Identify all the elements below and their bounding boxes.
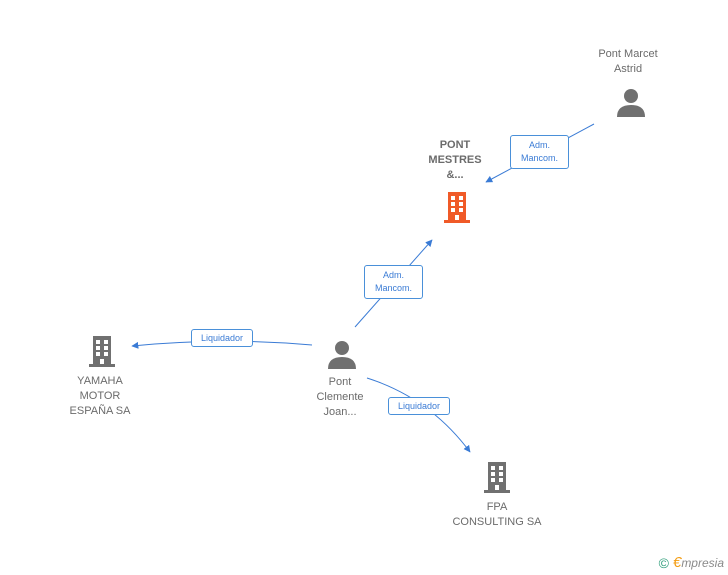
brand-logo: €mpresia bbox=[672, 554, 724, 571]
footer-brand: © €mpresia bbox=[659, 554, 724, 571]
edge-label-clemente-to-mestres: Adm. Mancom. bbox=[364, 265, 423, 299]
edge-label-marcet-to-mestres: Adm. Mancom. bbox=[510, 135, 569, 169]
copyright-icon: © bbox=[658, 554, 669, 571]
node-label-yamaha[interactable]: YAMAHA MOTOR ESPAÑA SA bbox=[69, 375, 131, 417]
building-icon[interactable] bbox=[481, 460, 513, 494]
node-label-fpa[interactable]: FPA CONSULTING SA bbox=[452, 501, 542, 528]
person-icon[interactable] bbox=[615, 88, 647, 118]
edge-label-clemente-to-yamaha: Liquidador bbox=[191, 329, 253, 347]
building-icon[interactable] bbox=[441, 190, 473, 224]
node-label-pont-clemente[interactable]: Pont Clemente Joan... bbox=[316, 376, 364, 418]
person-icon[interactable] bbox=[326, 340, 358, 370]
edge-label-clemente-to-fpa: Liquidador bbox=[388, 397, 450, 415]
node-label-pont-marcet[interactable]: Pont Marcet Astrid bbox=[598, 48, 658, 75]
building-icon[interactable] bbox=[86, 334, 118, 368]
node-label-pont-mestres[interactable]: PONT MESTRES &... bbox=[428, 139, 482, 181]
